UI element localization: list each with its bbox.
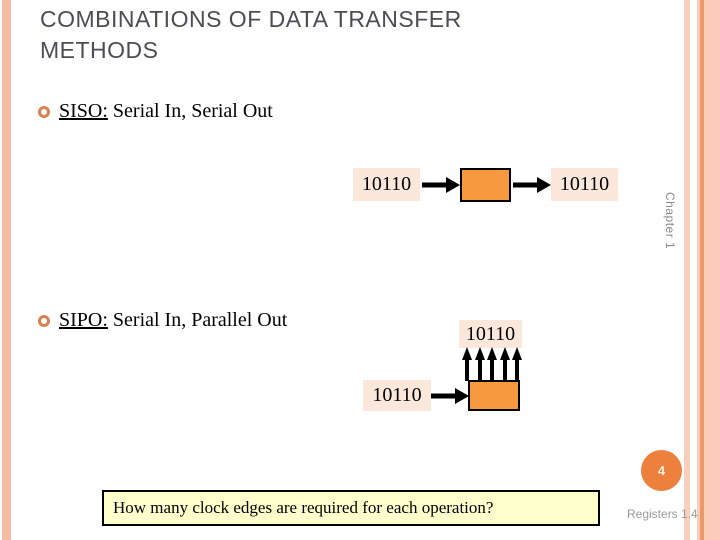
sipo-output-value: 10110 bbox=[459, 320, 522, 348]
chapter-sidebar-label: Chapter 1 bbox=[663, 192, 677, 250]
footer-label: Registers 1.4 bbox=[627, 507, 698, 521]
question-text: How many clock edges are required for ea… bbox=[113, 498, 494, 517]
bullet-text-siso: SISO: Serial In, Serial Out bbox=[59, 100, 273, 123]
question-box: How many clock edges are required for ea… bbox=[102, 490, 600, 526]
siso-input-value: 10110 bbox=[353, 168, 420, 201]
right-border-stripe-outer bbox=[697, 0, 720, 540]
arrow-right-icon bbox=[513, 177, 551, 193]
parallel-out-arrows bbox=[462, 347, 522, 381]
sipo-register-box bbox=[468, 380, 520, 411]
arrow-up-icon bbox=[512, 347, 522, 381]
left-border-stripe bbox=[2, 0, 11, 540]
right-border-stripe-inner bbox=[684, 0, 690, 540]
ring-bullet-icon bbox=[38, 106, 50, 118]
arrow-up-icon bbox=[474, 347, 485, 381]
page-number-badge: 4 bbox=[641, 450, 682, 491]
sipo-input-value: 10110 bbox=[363, 380, 431, 411]
slide-title: COMBINATIONS OF DATA TRANSFER METHODS bbox=[40, 6, 462, 63]
siso-description: Serial In, Serial Out bbox=[107, 100, 273, 122]
arrow-up-icon bbox=[499, 347, 510, 381]
bullet-text-sipo: SIPO: Serial In, Parallel Out bbox=[59, 309, 287, 332]
siso-term: SISO: bbox=[59, 100, 108, 122]
arrow-up-icon bbox=[487, 347, 497, 381]
arrow-up-icon bbox=[462, 347, 472, 381]
siso-register-box bbox=[460, 168, 511, 202]
siso-output-value: 10110 bbox=[551, 168, 618, 201]
sipo-term: SIPO: bbox=[59, 309, 108, 331]
right-border-accent-line bbox=[700, 0, 704, 540]
arrow-right-icon bbox=[422, 177, 460, 193]
arrow-right-icon bbox=[431, 388, 469, 404]
bullet-item-sipo: SIPO: Serial In, Parallel Out bbox=[38, 309, 287, 332]
sipo-description: Serial In, Parallel Out bbox=[107, 309, 288, 331]
bullet-item-siso: SISO: Serial In, Serial Out bbox=[38, 100, 273, 123]
ring-bullet-icon bbox=[38, 315, 50, 327]
